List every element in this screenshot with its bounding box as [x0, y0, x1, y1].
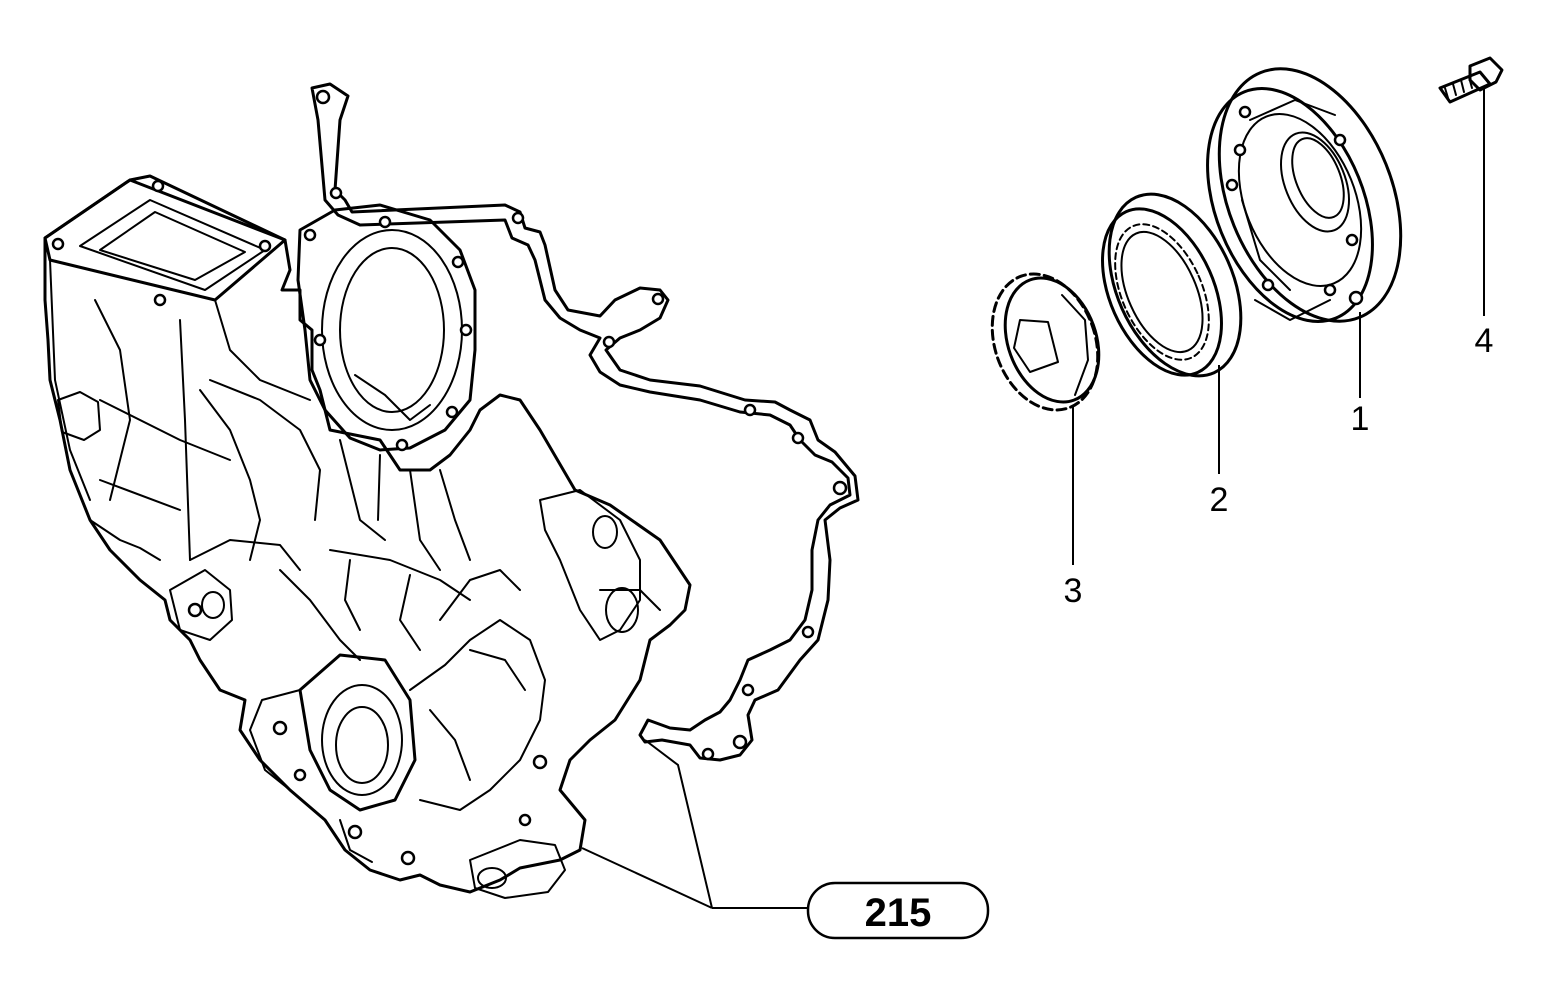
part-1-pump-housing: [1206, 67, 1403, 323]
reference-group-215: 215: [806, 881, 990, 940]
callout-3: 3: [1064, 572, 1083, 610]
callout-2: 2: [1210, 481, 1229, 519]
callout-4: 4: [1475, 322, 1494, 360]
reference-pill: [806, 881, 990, 940]
leader-lines: [581, 86, 1485, 909]
part-3-inner-gear: [990, 272, 1101, 412]
callout-1: 1: [1351, 400, 1370, 438]
timing-cover-housing: [43, 174, 692, 899]
cover-gasket: [310, 82, 860, 762]
reference-label: 215: [865, 891, 932, 935]
part-2-outer-rotor: [1101, 192, 1243, 378]
part-4-bolt: [1438, 56, 1504, 104]
